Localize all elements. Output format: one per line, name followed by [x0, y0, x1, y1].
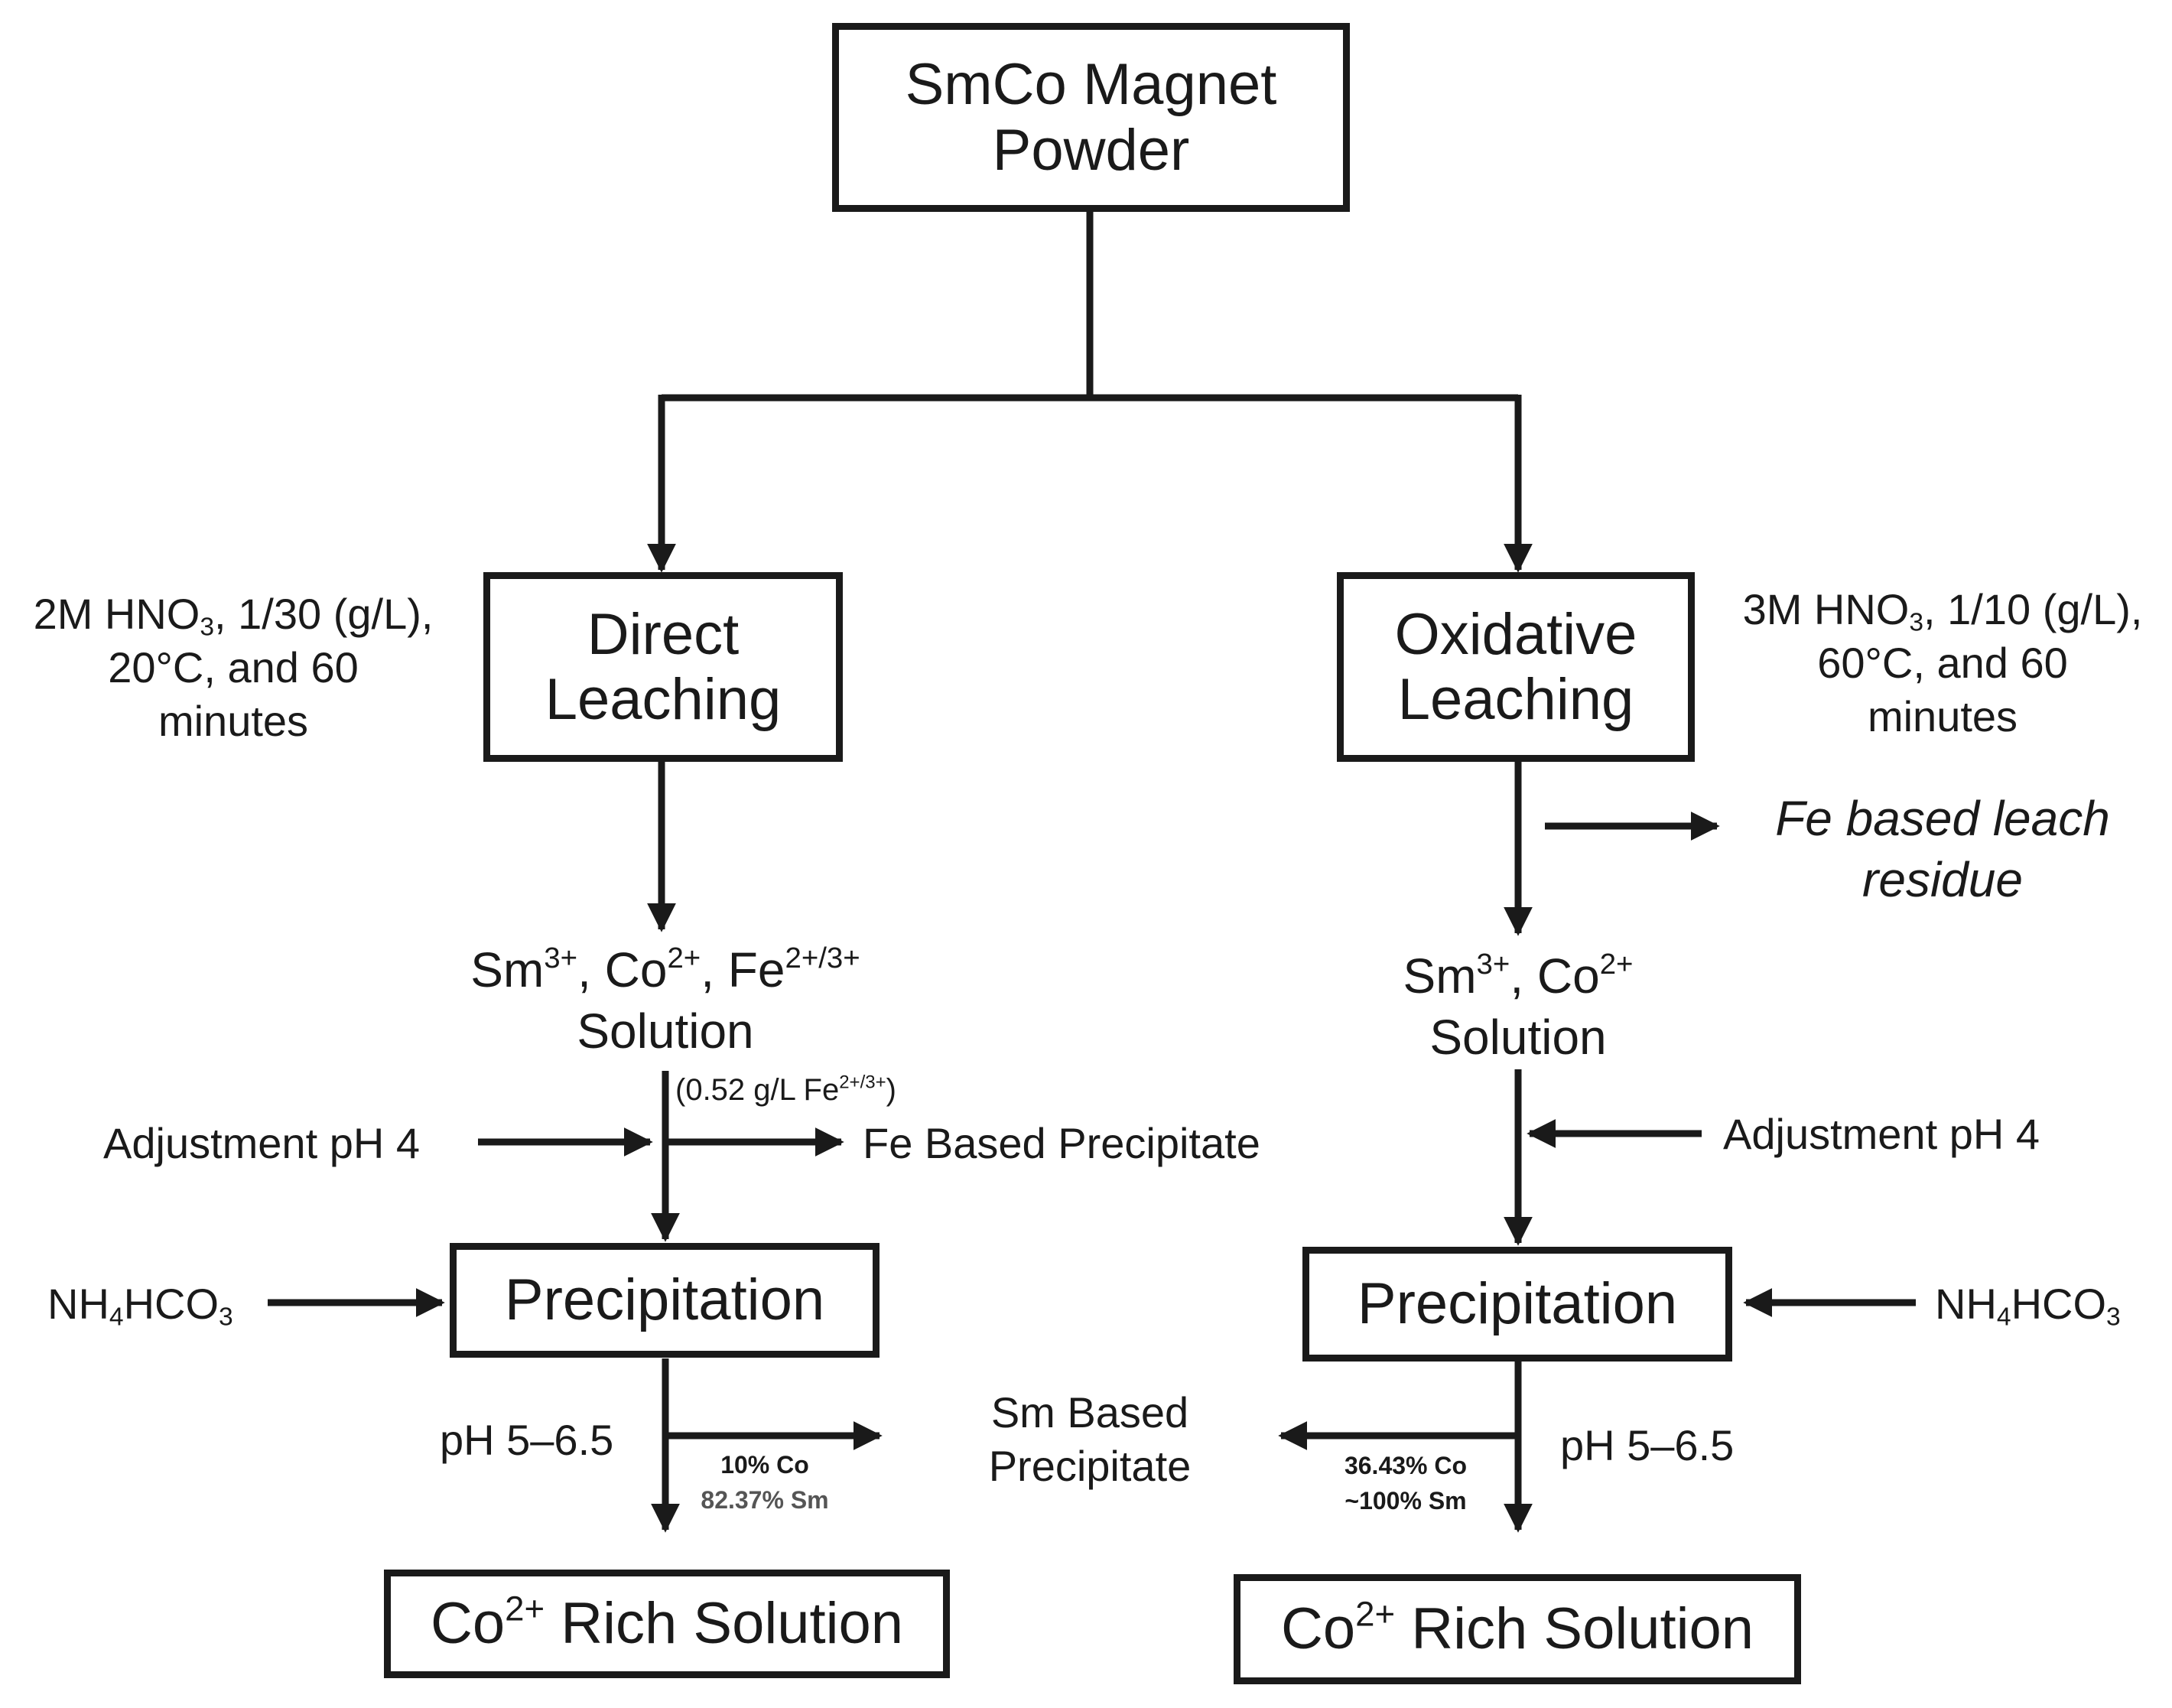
right-yield-label: 36.43% Co ~100% Sm: [1344, 1452, 1468, 1515]
left-precipitation-label: Precipitation: [504, 1267, 825, 1333]
oxidative-leaching-box: Oxidative Leaching: [1337, 572, 1695, 762]
right-ph-label: pH 5–6.5: [1560, 1421, 1735, 1469]
fe-based-leach-residue-label: Fe based leach residue: [1775, 791, 2110, 907]
oxidative-leaching-line-1: Oxidative: [1394, 601, 1637, 667]
left-reagent-label: NH4HCO3: [47, 1280, 233, 1332]
source-line-1: SmCo Magnet: [905, 52, 1277, 118]
right-solution-label: Sm3+, Co2+ Solution: [1403, 948, 1634, 1065]
source-line-2: Powder: [992, 117, 1190, 183]
left-precipitation-box: Precipitation: [450, 1243, 880, 1358]
right-leaching-conditions: 3M HNO3, 1/10 (g/L), 60°C, and 60 minute…: [1742, 585, 2143, 740]
left-co-rich-solution-box: Co2+ Rich Solution: [384, 1570, 950, 1678]
left-fe-concentration: (0.52 g/L Fe2+/3+): [675, 1072, 896, 1107]
right-precipitation-box: Precipitation: [1302, 1247, 1732, 1362]
right-precipitation-label: Precipitation: [1357, 1271, 1678, 1337]
direct-leaching-line-2: Leaching: [545, 667, 782, 732]
right-co-rich-solution-box: Co2+ Rich Solution: [1234, 1574, 1801, 1684]
fe-based-precipitate-label: Fe Based Precipitate: [863, 1119, 1260, 1167]
left-co-rich-label: Co2+ Rich Solution: [430, 1589, 904, 1657]
left-solution-label: Sm3+, Co2+, Fe2+/3+ Solution: [470, 942, 860, 1059]
direct-leaching-line-1: Direct: [587, 601, 740, 667]
sm-based-precipitate-label: Sm Based Precipitate: [988, 1388, 1192, 1490]
left-ph-label: pH 5–6.5: [440, 1416, 614, 1464]
direct-leaching-box: Direct Leaching: [483, 572, 843, 762]
left-leaching-conditions: 2M HNO3, 1/30 (g/L), 20°C, and 60 minute…: [33, 590, 434, 745]
left-adjustment-ph-label: Adjustment pH 4: [103, 1119, 420, 1167]
right-reagent-label: NH4HCO3: [1935, 1280, 2121, 1332]
smco-magnet-powder-box: SmCo Magnet Powder: [832, 23, 1350, 212]
oxidative-leaching-line-2: Leaching: [1397, 667, 1634, 732]
right-co-rich-label: Co2+ Rich Solution: [1280, 1594, 1754, 1662]
split-connector: [662, 210, 1518, 402]
right-adjustment-ph-label: Adjustment pH 4: [1723, 1110, 2040, 1158]
left-yield-label: 10% Co 82.37% Sm: [701, 1451, 829, 1514]
